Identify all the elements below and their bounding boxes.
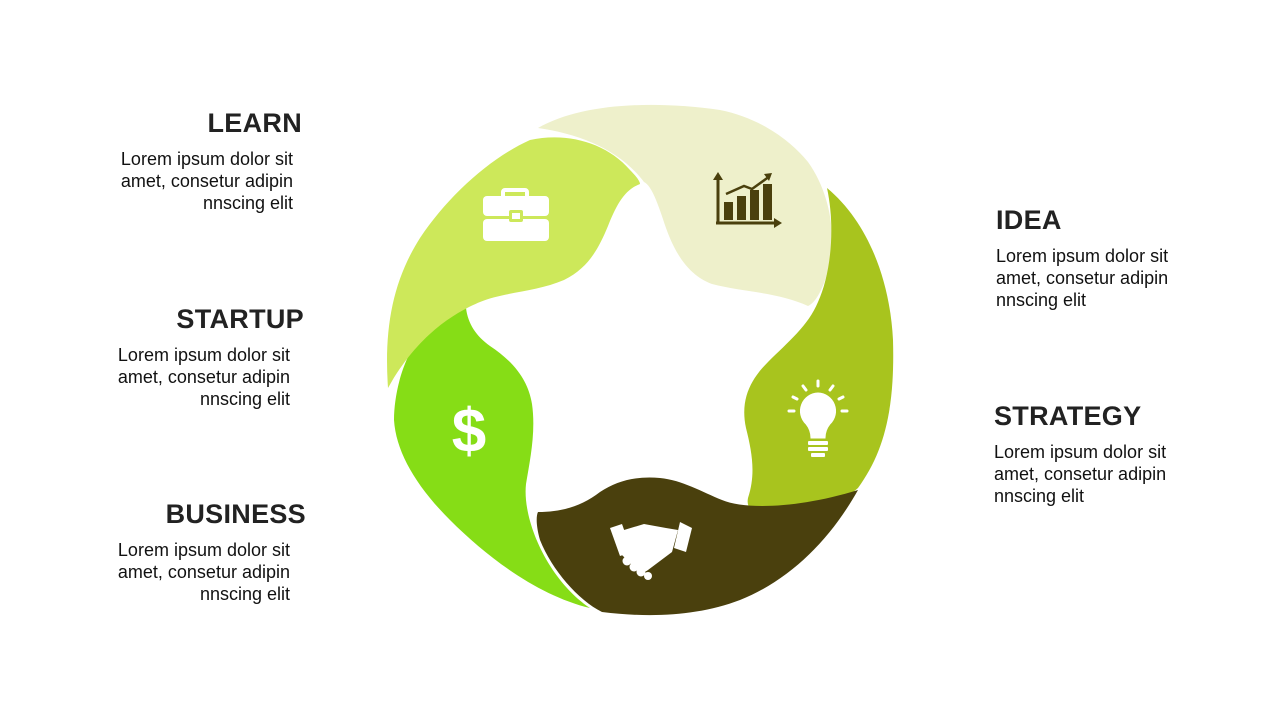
label-learn-title: LEARN xyxy=(207,108,302,138)
label-startup-body: Lorem ipsum dolor sit amet, consetur adi… xyxy=(117,345,290,409)
label-business: BUSINESS Lorem ipsum dolor sit amet, con… xyxy=(100,499,306,605)
handshake-icon xyxy=(610,522,692,580)
label-idea-body: Lorem ipsum dolor sit amet, consetur adi… xyxy=(996,246,1169,310)
segment-idea xyxy=(538,104,832,306)
label-strategy-title: STRATEGY xyxy=(994,401,1142,431)
dollar-icon: $ xyxy=(452,397,486,466)
growth-chart-icon xyxy=(713,172,782,228)
label-idea-title: IDEA xyxy=(996,205,1062,235)
lightbulb-icon xyxy=(787,379,849,457)
label-business-title: BUSINESS xyxy=(165,499,306,529)
segment-learn xyxy=(387,137,640,388)
segment-strategy xyxy=(744,188,894,516)
segment-startup xyxy=(394,308,590,608)
label-startup-title: STARTUP xyxy=(176,304,304,334)
label-learn-body: Lorem ipsum dolor sit amet, consetur adi… xyxy=(120,149,293,213)
briefcase-icon xyxy=(483,188,549,241)
label-strategy: STRATEGY Lorem ipsum dolor sit amet, con… xyxy=(994,401,1194,507)
label-idea: IDEA Lorem ipsum dolor sit amet, consetu… xyxy=(996,205,1196,311)
segment-handshake xyxy=(536,477,858,616)
label-strategy-body: Lorem ipsum dolor sit amet, consetur adi… xyxy=(994,442,1167,506)
label-startup: STARTUP Lorem ipsum dolor sit amet, cons… xyxy=(100,304,304,410)
label-learn: LEARN Lorem ipsum dolor sit amet, conset… xyxy=(100,108,302,214)
label-business-body: Lorem ipsum dolor sit amet, consetur adi… xyxy=(117,540,290,604)
